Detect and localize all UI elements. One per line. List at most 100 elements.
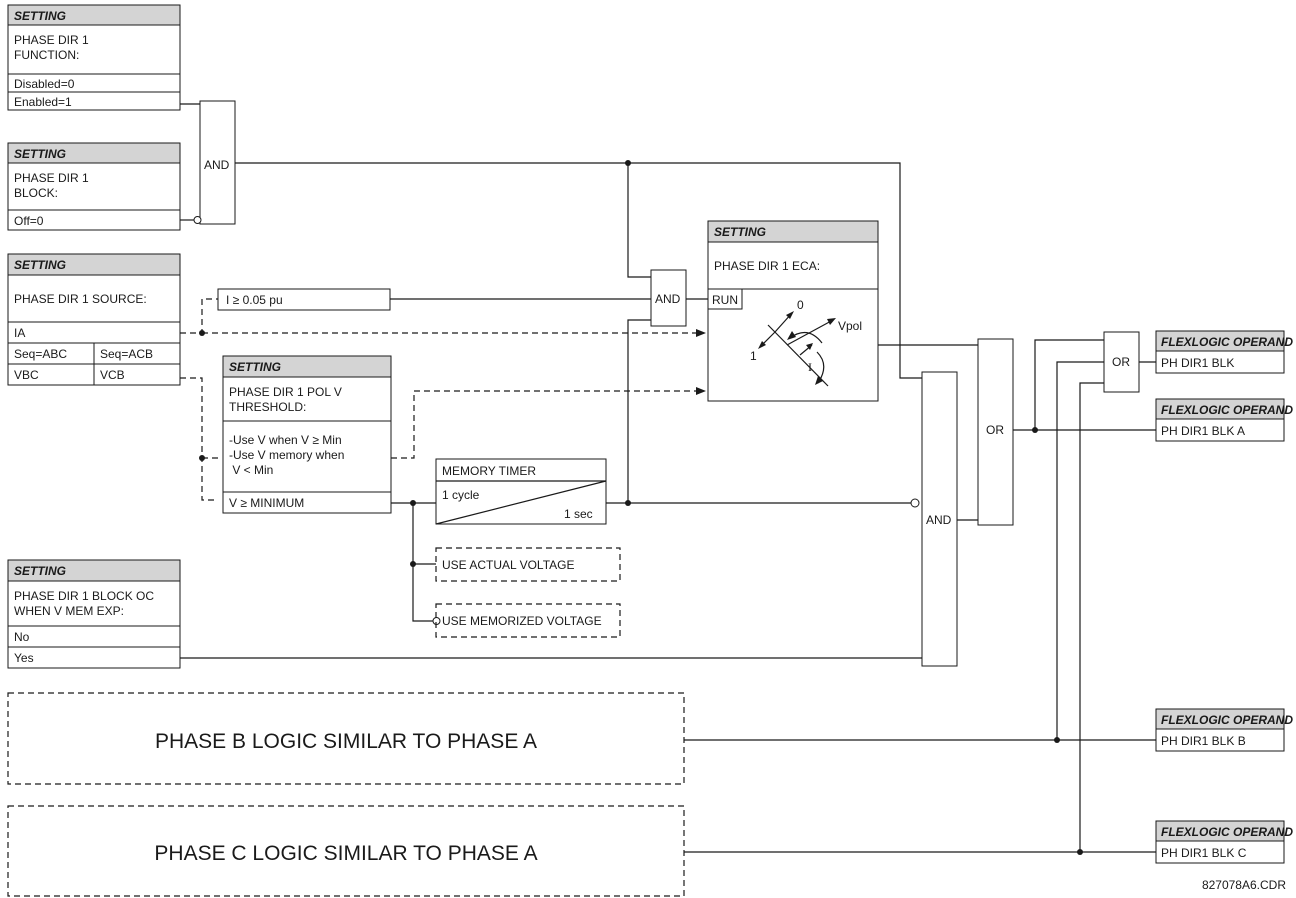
setting-source-ia-box	[7, 321, 181, 344]
setting-pol-v-desc-box	[222, 420, 392, 493]
operand-blk-b-header: FLEXLOGIC OPERAND	[1161, 713, 1293, 727]
operand-blk-header: FLEXLOGIC OPERAND	[1161, 335, 1293, 349]
setting-eca-header: SETTING	[714, 225, 766, 239]
phase-b-label: PHASE B LOGIC SIMILAR TO PHASE A	[155, 730, 537, 753]
memory-timer-title: MEMORY TIMER	[442, 464, 536, 478]
eca-arc-lower-head	[815, 376, 823, 385]
and3-inverter	[910, 498, 920, 508]
operand-blk-a-box	[1155, 418, 1285, 442]
phase-b-box	[7, 692, 685, 785]
operand-blk: FLEXLOGIC OPERAND PH DIR1 BLK	[1155, 330, 1293, 374]
eca-vpol-head	[827, 318, 836, 325]
junction-phase-b	[1054, 737, 1060, 743]
setting-source-vcb: VCB	[100, 368, 125, 382]
setting-pol-v-desc: -Use V when V ≥ Min-Use V memory when V …	[229, 433, 344, 477]
setting-source-name-box	[7, 274, 181, 323]
junction-phase-c	[1077, 849, 1083, 855]
junction-actual	[410, 561, 416, 567]
setting-source-vcb-box	[93, 363, 181, 386]
wire-vbc-to-polv	[180, 377, 218, 501]
wire-or1-to-or2	[1034, 339, 1104, 430]
operand-blk-b-name: PH DIR1 BLK B	[1161, 734, 1246, 748]
wire-and1-to-and2	[627, 163, 651, 278]
setting-source-name: PHASE DIR 1 SOURCE:	[14, 292, 147, 306]
operand-blk-c: FLEXLOGIC OPERAND PH DIR1 BLK C	[1155, 820, 1293, 864]
operand-blk-a-header: FLEXLOGIC OPERAND	[1161, 403, 1293, 417]
operand-blk-name: PH DIR1 BLK	[1161, 356, 1234, 370]
setting-eca: SETTING PHASE DIR 1 ECA: RUN 0 1 Vpol I	[707, 220, 879, 402]
and-gate-1-label: AND	[204, 158, 230, 172]
wire-phase-b-to-or2	[1056, 361, 1104, 740]
or-gate-2: OR	[1103, 331, 1140, 393]
setting-block-oc-no: No	[14, 630, 30, 644]
wire-polv-to-eca	[391, 390, 700, 459]
setting-block-oc-header: SETTING	[14, 564, 66, 578]
memory-timer-diagonal	[435, 480, 607, 525]
eca-angle-0: 0	[797, 298, 804, 312]
operand-blk-box	[1155, 350, 1285, 374]
and-gate-2-body	[650, 269, 687, 327]
or-gate-2-label: OR	[1112, 355, 1130, 369]
use-actual-label: USE ACTUAL VOLTAGE	[442, 558, 574, 572]
and-gate-3: AND	[921, 371, 958, 667]
eca-i-head	[806, 343, 813, 350]
and1-inverter	[193, 216, 202, 224]
operand-blk-c-name: PH DIR1 BLK C	[1161, 846, 1247, 860]
setting-source-ia: IA	[14, 326, 25, 340]
setting-block-oc-yes: Yes	[14, 651, 34, 665]
eca-arrow-1-head	[758, 341, 766, 349]
eca-vpol-vector	[786, 319, 834, 346]
junction-ia	[199, 330, 205, 336]
setting-function-option-disabled: Disabled=0	[14, 77, 75, 91]
setting-block-oc-yes-box	[7, 646, 181, 669]
setting-source-header: SETTING	[14, 258, 66, 272]
wire-memory-to-and2	[627, 319, 651, 503]
eca-vpol-label: Vpol	[838, 319, 862, 333]
phase-c-box	[7, 805, 685, 897]
use-memorized-label: USE MEMORIZED VOLTAGE	[442, 614, 602, 628]
setting-eca-run: RUN	[712, 293, 738, 307]
use-memorized-box	[435, 603, 621, 638]
or-gate-1-label: OR	[986, 423, 1004, 437]
setting-function-option-enabled-box	[7, 91, 181, 111]
setting-block-oc-name-box	[7, 580, 181, 627]
arrow-ia-to-eca	[696, 329, 706, 337]
setting-block-name-box	[7, 162, 181, 211]
wire-phase-c-to-or2	[1079, 382, 1104, 852]
operand-blk-a: FLEXLOGIC OPERAND PH DIR1 BLK A	[1155, 398, 1293, 442]
memory-timer: MEMORY TIMER 1 cycle 1 sec	[435, 458, 607, 525]
current-threshold-label: I ≥ 0.05 pu	[226, 293, 283, 307]
setting-block-option-off: Off=0	[14, 214, 44, 228]
setting-source: SETTING PHASE DIR 1 SOURCE: IA Seq=ABC S…	[7, 253, 181, 386]
setting-source-seq-abc: Seq=ABC	[14, 347, 67, 361]
drawing-id: 827078A6.CDR	[1202, 878, 1286, 892]
wire-and1-out	[235, 162, 922, 379]
wire-vmin-to-use	[412, 503, 433, 622]
setting-eca-run-box	[707, 288, 743, 310]
setting-source-seq-acb: Seq=ACB	[100, 347, 153, 361]
eca-i-label: I	[808, 360, 812, 374]
setting-function-name-box	[7, 24, 181, 75]
eca-boundary-line	[767, 324, 829, 387]
memory-timer-pickup: 1 cycle	[442, 488, 480, 502]
and-gate-2-label: AND	[655, 292, 681, 306]
eca-arrow-0-head	[786, 311, 794, 319]
eca-arc-upper-head	[787, 331, 796, 340]
eca-angle-1: 1	[750, 349, 757, 363]
setting-block-oc-no-box	[7, 625, 181, 648]
setting-pol-v-output: V ≥ MINIMUM	[229, 496, 304, 510]
wire-ia-to-threshold	[180, 298, 218, 334]
use-actual-box	[435, 547, 621, 582]
or-gate-2-body	[1103, 331, 1140, 393]
setting-source-vbc: VBC	[14, 368, 39, 382]
setting-function-header: SETTING	[14, 9, 66, 23]
